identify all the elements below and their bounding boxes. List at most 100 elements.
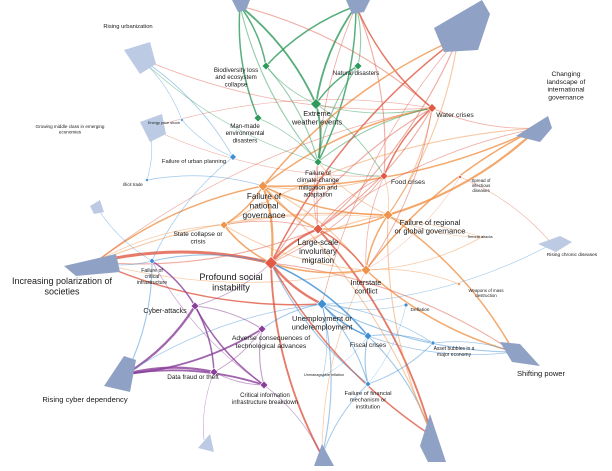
trend-label: sentiment <box>468 0 498 2</box>
risk-marker[interactable] <box>430 340 436 346</box>
connection-lines <box>95 5 553 457</box>
connection-line <box>213 328 263 373</box>
connection-line <box>313 161 319 230</box>
connection-line <box>459 176 553 245</box>
connection-line <box>194 305 263 330</box>
connection-line <box>365 236 483 271</box>
connection-line <box>317 5 357 163</box>
trend-marker[interactable] <box>140 114 166 142</box>
connection-line <box>367 335 515 355</box>
connection-line <box>383 107 433 177</box>
risk-marker[interactable] <box>363 331 373 341</box>
risk-marker[interactable] <box>313 157 323 167</box>
trend-marker[interactable] <box>90 200 104 214</box>
trend-marker[interactable] <box>346 0 370 14</box>
risk-marker[interactable] <box>259 380 269 390</box>
risk-marker[interactable] <box>480 235 484 239</box>
risk-marker[interactable] <box>253 113 263 123</box>
trend-markers <box>64 0 572 466</box>
risk-marker[interactable] <box>179 117 185 123</box>
trend-marker[interactable] <box>64 254 120 276</box>
connection-line <box>95 228 319 265</box>
connection-line <box>181 119 234 158</box>
connection-line <box>364 335 369 385</box>
connection-line <box>315 103 385 177</box>
connection-line <box>321 303 407 310</box>
risk-label: Data fraud or theft <box>167 374 219 381</box>
connection-line <box>149 127 385 177</box>
connection-line <box>383 175 390 216</box>
trend-marker[interactable] <box>198 434 214 452</box>
connection-line <box>238 5 259 119</box>
risk-marker[interactable] <box>321 374 325 378</box>
risk-marker[interactable] <box>403 302 409 308</box>
trend-marker[interactable] <box>232 0 250 12</box>
risk-marker[interactable] <box>353 61 363 71</box>
trend-marker[interactable] <box>124 42 156 74</box>
connection-line <box>139 57 319 163</box>
connection-line <box>262 37 459 187</box>
connection-line <box>270 262 515 353</box>
risk-marker[interactable] <box>382 209 394 221</box>
risk-marker[interactable] <box>219 220 229 230</box>
trend-label: Rising cyber dependency <box>42 395 127 404</box>
risk-marker[interactable] <box>257 180 269 192</box>
risk-marker[interactable] <box>148 257 156 265</box>
risk-marker[interactable] <box>427 103 437 113</box>
connection-line <box>262 185 319 230</box>
connection-line <box>270 262 433 437</box>
trend-label: Rising urbanization <box>103 24 152 30</box>
risk-marker[interactable] <box>364 380 372 388</box>
connection-line <box>367 342 434 385</box>
trend-marker[interactable] <box>314 444 334 466</box>
connection-line <box>315 103 433 114</box>
connection-line <box>270 227 319 264</box>
risk-label: Terrorist attacks <box>467 235 493 239</box>
connection-line <box>194 262 272 307</box>
risk-marker[interactable] <box>457 174 463 180</box>
connection-line <box>315 5 357 105</box>
trend-marker[interactable] <box>434 0 490 52</box>
risk-marker[interactable] <box>316 298 328 310</box>
risk-marker[interactable] <box>360 264 372 276</box>
connection-line <box>239 5 317 105</box>
risk-marker[interactable] <box>312 223 324 235</box>
risk-marker[interactable] <box>456 281 462 287</box>
risk-label: Unmanageable inflation <box>304 373 344 377</box>
connection-line <box>257 117 319 163</box>
connection-line <box>223 214 483 238</box>
trend-marker[interactable] <box>104 356 136 392</box>
risk-marker[interactable] <box>264 256 278 270</box>
trend-marker[interactable] <box>500 342 540 366</box>
connection-line <box>270 262 323 457</box>
connection-line <box>151 156 234 262</box>
risk-marker[interactable] <box>144 177 150 183</box>
risk-label: Deflation <box>411 307 430 313</box>
node-labels: sentimentRising urbanizationChangingland… <box>12 0 598 410</box>
trend-marker[interactable] <box>420 414 446 462</box>
risk-marker[interactable] <box>379 171 389 181</box>
risk-marker[interactable] <box>310 98 322 110</box>
trend-marker[interactable] <box>538 236 572 252</box>
connection-line <box>95 224 225 263</box>
risk-marker[interactable] <box>229 153 237 161</box>
connection-line <box>317 37 459 230</box>
risk-marker[interactable] <box>190 301 200 311</box>
connection-line <box>365 214 389 271</box>
risk-marker[interactable] <box>257 324 267 334</box>
risk-marker[interactable] <box>261 61 271 71</box>
risk-label: Failure of urban planning <box>162 159 226 165</box>
connection-line <box>265 5 357 67</box>
trend-marker[interactable] <box>516 116 552 142</box>
risk-label: Fiscal crises <box>350 342 387 349</box>
connection-line <box>270 262 369 385</box>
connection-line <box>95 261 367 283</box>
risk-marker[interactable] <box>209 367 219 377</box>
